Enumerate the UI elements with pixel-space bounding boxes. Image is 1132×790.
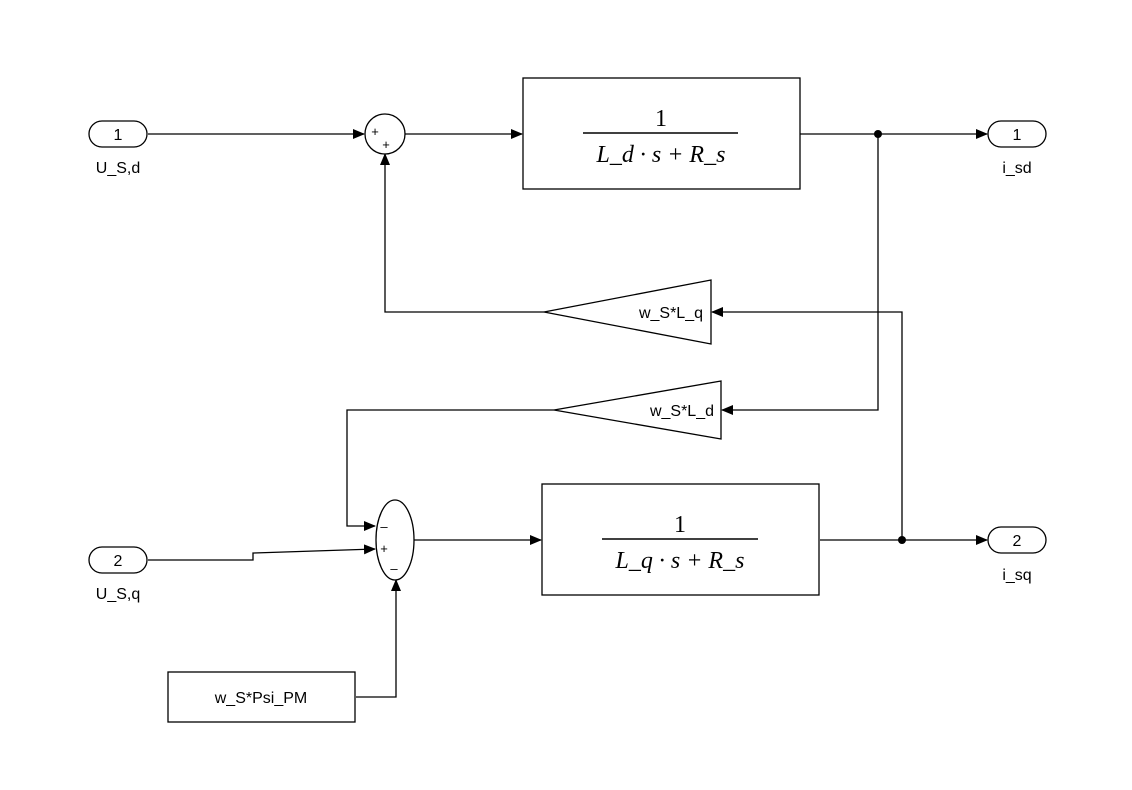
gain-top-block[interactable]: w_S*L_q: [543, 279, 712, 345]
inport-1-number: 1: [114, 127, 123, 144]
tf-d-denominator: L_d · s + R_s: [596, 142, 726, 168]
gain-top-label: w_S*L_q: [638, 305, 703, 322]
branch-dot-isd: [874, 130, 882, 138]
sum-q-block[interactable]: – + –: [375, 499, 415, 581]
inport-1-label: U_S,d: [96, 160, 140, 177]
sum-d-sign-left: +: [371, 124, 379, 139]
outport-2-label: i_sq: [1002, 567, 1031, 584]
tf-q-denominator: L_q · s + R_s: [615, 548, 745, 574]
inport-2-label: U_S,q: [96, 586, 140, 603]
constant-label: w_S*Psi_PM: [214, 690, 307, 707]
wire-isq-to-gain-top: [711, 307, 903, 540]
wire-gain-bottom-to-sum-q: [346, 409, 554, 531]
sum-d-sign-bottom: +: [382, 137, 390, 152]
gain-bottom-block[interactable]: w_S*L_d: [553, 380, 722, 440]
outport-2[interactable]: 2 i_sq: [987, 526, 1047, 584]
inport-1[interactable]: 1 U_S,d: [88, 120, 148, 177]
branch-dot-isq: [898, 536, 906, 544]
tf-q-numerator: 1: [674, 512, 686, 538]
transfer-function-q[interactable]: 1 L_q · s + R_s: [541, 483, 820, 596]
gain-bottom-label: w_S*L_d: [649, 403, 714, 420]
wire-gain-top-to-sum-d: [380, 153, 544, 313]
outport-1[interactable]: 1 i_sd: [987, 120, 1047, 177]
inport-2[interactable]: 2 U_S,q: [88, 546, 148, 603]
sum-d-block[interactable]: + +: [364, 113, 406, 155]
outport-1-number: 1: [1013, 127, 1022, 144]
transfer-function-d[interactable]: 1 L_d · s + R_s: [522, 77, 801, 190]
sum-q-sign-2: +: [380, 541, 388, 556]
inport-2-number: 2: [114, 553, 123, 570]
wire-constant-to-sum-q: [356, 579, 401, 698]
outport-2-number: 2: [1013, 533, 1022, 550]
wire-inport2-to-sum-q: [148, 544, 376, 561]
sum-q-sign-1: –: [380, 519, 388, 534]
sum-q-sign-3: –: [390, 561, 398, 576]
wire-isd-to-gain-bottom: [721, 134, 879, 415]
constant-block[interactable]: w_S*Psi_PM: [167, 671, 356, 723]
outport-1-label: i_sd: [1002, 160, 1031, 177]
tf-d-numerator: 1: [655, 106, 667, 132]
